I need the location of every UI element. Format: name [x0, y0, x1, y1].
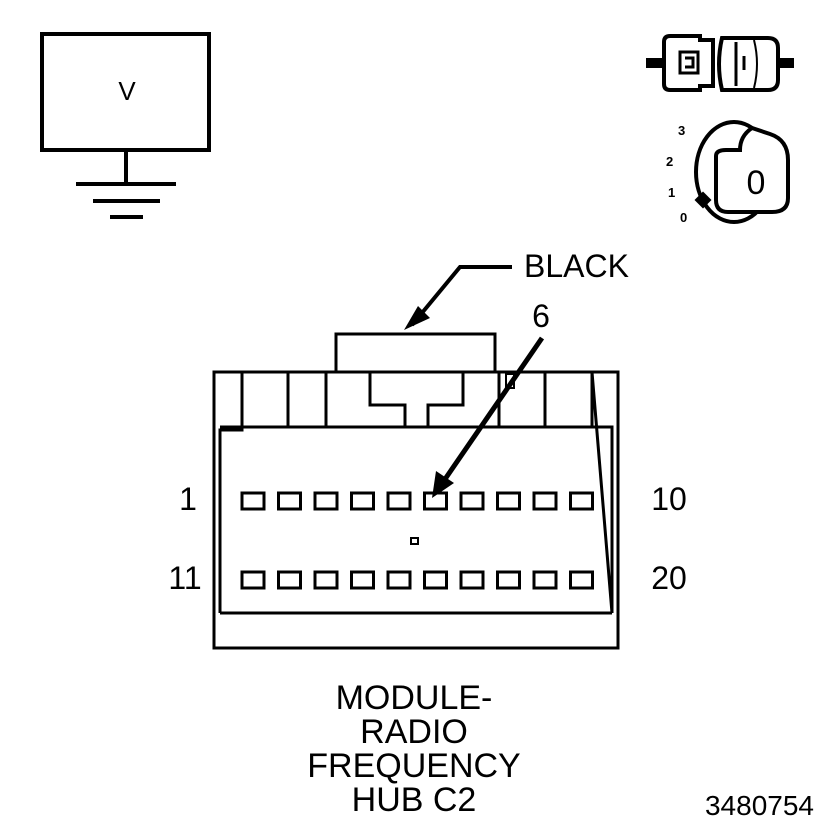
pin-label-20: 20	[651, 560, 687, 596]
caption-line-3: FREQUENCY	[307, 747, 520, 785]
caption-line-1: MODULE-	[336, 679, 493, 717]
voltmeter-label: V	[118, 76, 136, 106]
ground-icon	[76, 150, 176, 219]
pin-cavity-9	[532, 491, 558, 511]
pin-cavity-20	[569, 570, 594, 590]
ignition-key-head	[714, 125, 790, 214]
connector-latch-hood	[334, 332, 497, 374]
pin-cavity-13	[313, 570, 339, 590]
pin-callout: 6	[432, 298, 550, 498]
ignition-position-0: 0	[680, 210, 687, 225]
color-callout-arrowhead	[404, 306, 430, 330]
voltmeter-box	[40, 32, 211, 152]
pin-cavity-18	[496, 570, 521, 590]
ignition-position-1: 1	[668, 185, 675, 200]
pin-cavity-8	[496, 491, 521, 511]
center-key-mark	[410, 537, 419, 545]
pin-label-1: 1	[179, 481, 197, 517]
pin-row-1	[240, 491, 594, 511]
ignition-key-label: 0	[747, 164, 766, 202]
pin-cavity-7	[459, 491, 485, 511]
pin-cavity-10	[569, 491, 594, 511]
pin-cavity-15	[386, 570, 412, 590]
pin-label-10: 10	[651, 481, 687, 517]
caption-line-2: RADIO	[360, 713, 468, 751]
ignition-position-2: 2	[666, 154, 673, 169]
caption-line-4: HUB C2	[352, 781, 477, 819]
ignition-switch-icon: 3 2 1 0 0	[666, 120, 790, 225]
disconnected-connector-icon	[646, 34, 794, 92]
pin-label-11: 11	[168, 560, 201, 596]
voltmeter-symbol: V	[40, 32, 211, 219]
ignition-position-marker	[694, 191, 712, 209]
pin-cavity-4	[350, 491, 375, 511]
pin-cavity-3	[313, 491, 339, 511]
pin-callout-label: 6	[532, 298, 550, 334]
pin-callout-arrowhead	[432, 471, 454, 498]
pin-row-2	[240, 570, 594, 590]
pin-callout-arrow	[438, 336, 545, 487]
pin-cavity-5	[386, 491, 412, 511]
pin-cavity-19	[532, 570, 558, 590]
pin-cavity-16	[423, 570, 448, 590]
pin-cavity-17	[459, 570, 485, 590]
connector-color-label: BLACK	[524, 248, 629, 284]
pin-cavity-12	[277, 570, 302, 590]
figure-number: 3480754	[705, 790, 814, 821]
connector-face	[212, 332, 620, 650]
pin-cavity-1	[240, 491, 266, 511]
pin-cavity-11	[240, 570, 266, 590]
pin-cavity-2	[277, 491, 302, 511]
connector-caption: MODULE- RADIO FREQUENCY HUB C2	[307, 679, 520, 819]
ignition-position-3: 3	[678, 123, 685, 138]
pin-cavity-14	[350, 570, 375, 590]
color-callout: BLACK	[404, 248, 629, 330]
